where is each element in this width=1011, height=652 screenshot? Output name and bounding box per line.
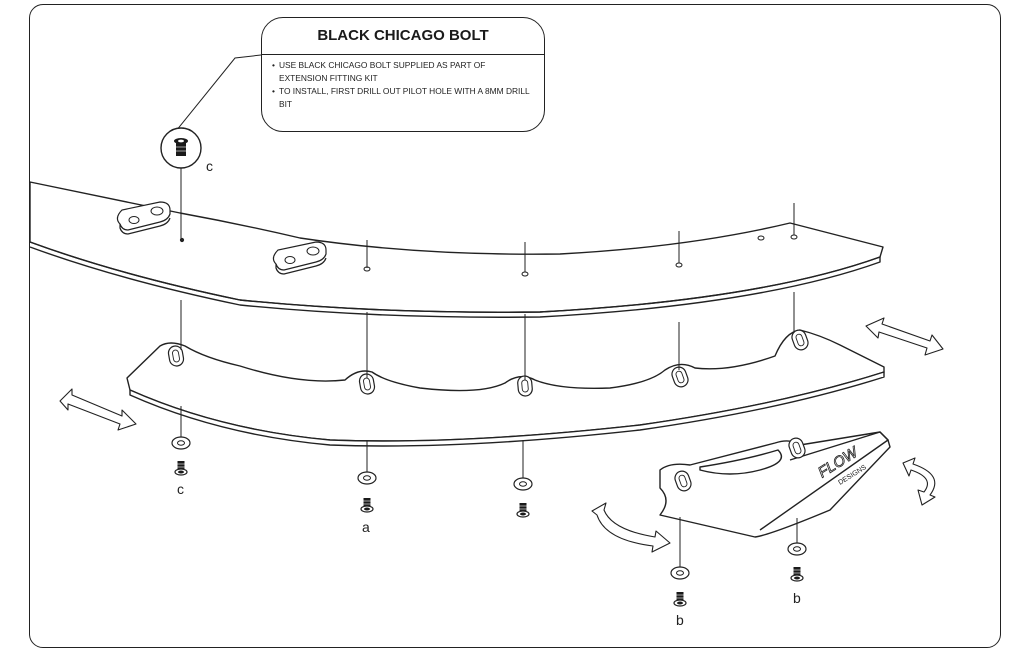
fastener-label-winglet-rear: b xyxy=(793,590,801,606)
front-splitter xyxy=(29,181,884,318)
callout-title: BLACK CHICAGO BOLT xyxy=(262,18,544,55)
rotate-arrow-winglet xyxy=(591,502,671,553)
callout-note: USE BLACK CHICAGO BOLT SUPPLIED AS PART … xyxy=(272,59,536,85)
adjust-arrow-right xyxy=(865,317,944,356)
rotate-arrow-right xyxy=(902,457,936,506)
fastener-label-winglet-front: b xyxy=(676,612,684,628)
fastener-label-left: c xyxy=(177,481,184,497)
chicago-bolt-detail xyxy=(160,127,202,169)
callout-note: TO INSTALL, FIRST DRILL OUT PILOT HOLE W… xyxy=(272,85,536,111)
bolt-callout-label: c xyxy=(206,158,213,174)
alignment-lines xyxy=(180,292,795,380)
drill-guides xyxy=(180,168,795,272)
winglet xyxy=(659,431,891,538)
adjust-arrow-left xyxy=(59,388,137,431)
callout-leader xyxy=(175,54,262,132)
diagram-frame xyxy=(29,4,1001,648)
fastener-lines xyxy=(180,406,798,567)
pilot-holes xyxy=(179,234,798,277)
fastener-label-mid: a xyxy=(362,519,370,535)
splitter-extension xyxy=(126,329,885,447)
callout-notes: USE BLACK CHICAGO BOLT SUPPLIED AS PART … xyxy=(262,55,544,111)
callout-box: BLACK CHICAGO BOLT USE BLACK CHICAGO BOL… xyxy=(261,17,545,132)
